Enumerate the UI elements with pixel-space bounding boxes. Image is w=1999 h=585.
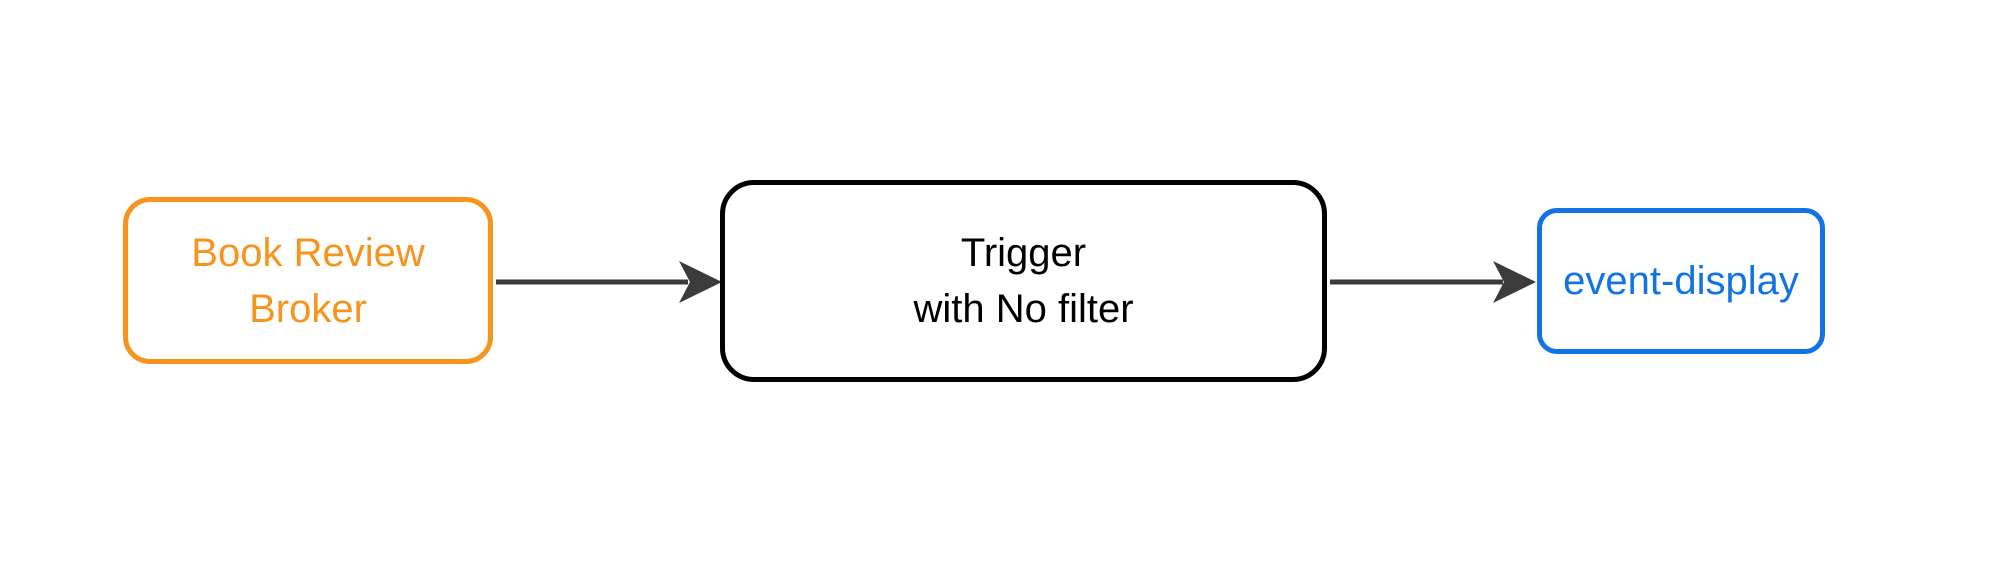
edge-broker-to-trigger (496, 261, 722, 303)
node-label-line: Book Review (191, 230, 425, 275)
node-book-review-broker: Book Review Broker (123, 197, 493, 364)
node-label-line: event-display (1563, 259, 1799, 303)
node-trigger: Trigger with No filter (720, 180, 1327, 382)
edge-arrowhead-icon (1493, 261, 1536, 303)
edge-trigger-to-display (1330, 261, 1536, 303)
node-event-display: event-display (1537, 208, 1825, 354)
node-label-line: Trigger (960, 231, 1087, 275)
node-label-line: with No filter (913, 287, 1134, 331)
edge-arrowhead-icon (679, 261, 722, 303)
node-label-line: Broker (249, 286, 367, 331)
